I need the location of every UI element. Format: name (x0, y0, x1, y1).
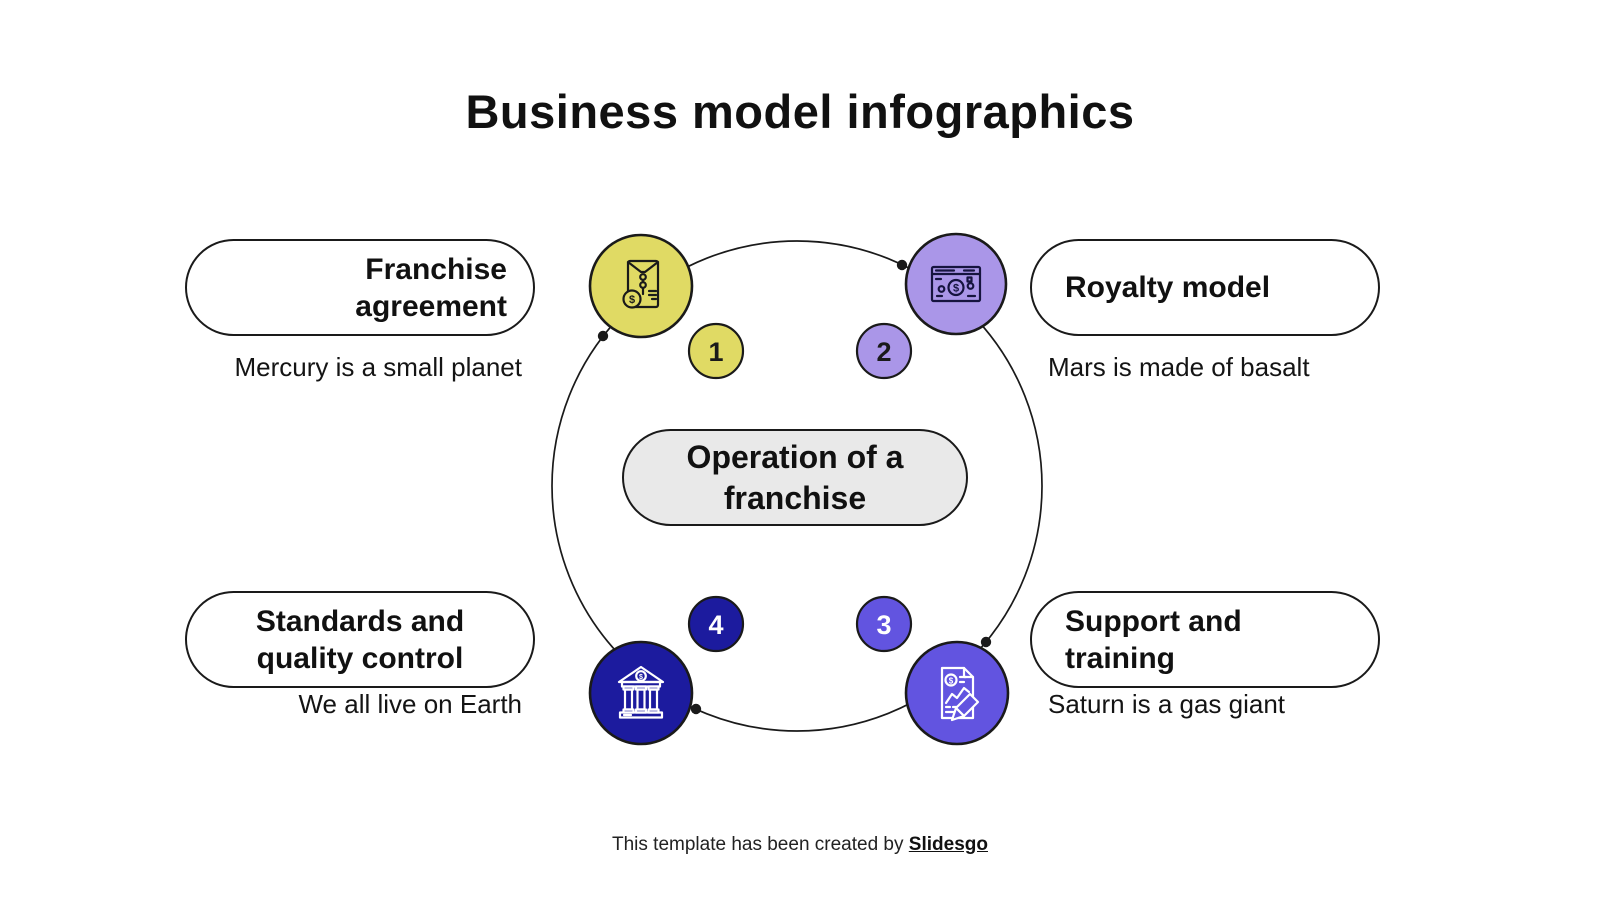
step-number-4: 4 (708, 610, 723, 640)
description-royalty-model: Mars is made of basalt (1048, 352, 1310, 382)
description-franchise-agreement: Mercury is a small planet (234, 352, 522, 382)
node-circle-2 (904, 232, 1008, 336)
svg-text:$: $ (949, 677, 954, 686)
flow-arrow-dot (690, 703, 702, 715)
svg-text:$: $ (953, 283, 959, 295)
step-number-3: 3 (876, 610, 891, 640)
flow-arrow-dot (597, 330, 609, 342)
footer-credit-text: This template has been created by (612, 834, 909, 855)
label-pill-support-training: Support and training (1030, 591, 1380, 688)
slidesgo-link[interactable]: Slidesgo (908, 834, 988, 855)
label-pill-standards-quality-control: Standards and quality control (185, 591, 535, 688)
flow-arrow-dot (980, 636, 992, 648)
label-pill-franchise-agreement: Franchise agreement (185, 239, 535, 336)
step-badge-1: 1 (687, 322, 745, 380)
page-title: Business model infographics (465, 85, 1135, 138)
node-circle-3 (904, 640, 1010, 746)
step-number-2: 2 (876, 337, 891, 367)
description-standards-quality-control: We all live on Earth (298, 689, 522, 719)
node-circle-4 (588, 640, 694, 746)
flow-arrow-dot (896, 259, 908, 271)
step-number-1: 1 (708, 337, 723, 367)
description-support-training: Saturn is a gas giant (1048, 689, 1286, 719)
center-label-pill: Operation of a franchise (622, 429, 968, 526)
step-badge-3: 3 (855, 595, 913, 653)
step-badge-2: 2 (855, 322, 913, 380)
svg-text:$: $ (629, 294, 635, 306)
footer-credit: This template has been created by Slides… (0, 834, 1600, 856)
bank-icon: $ (617, 665, 665, 719)
invoice-pencil-icon: $ (940, 666, 980, 722)
banknote-icon: $ (930, 265, 982, 303)
step-badge-4: 4 (687, 595, 745, 653)
envelope-dollar-icon: $ (622, 259, 660, 309)
label-pill-royalty-model: Royalty model (1030, 239, 1380, 336)
cycle-ring (551, 240, 1043, 732)
svg-text:$: $ (639, 674, 643, 681)
